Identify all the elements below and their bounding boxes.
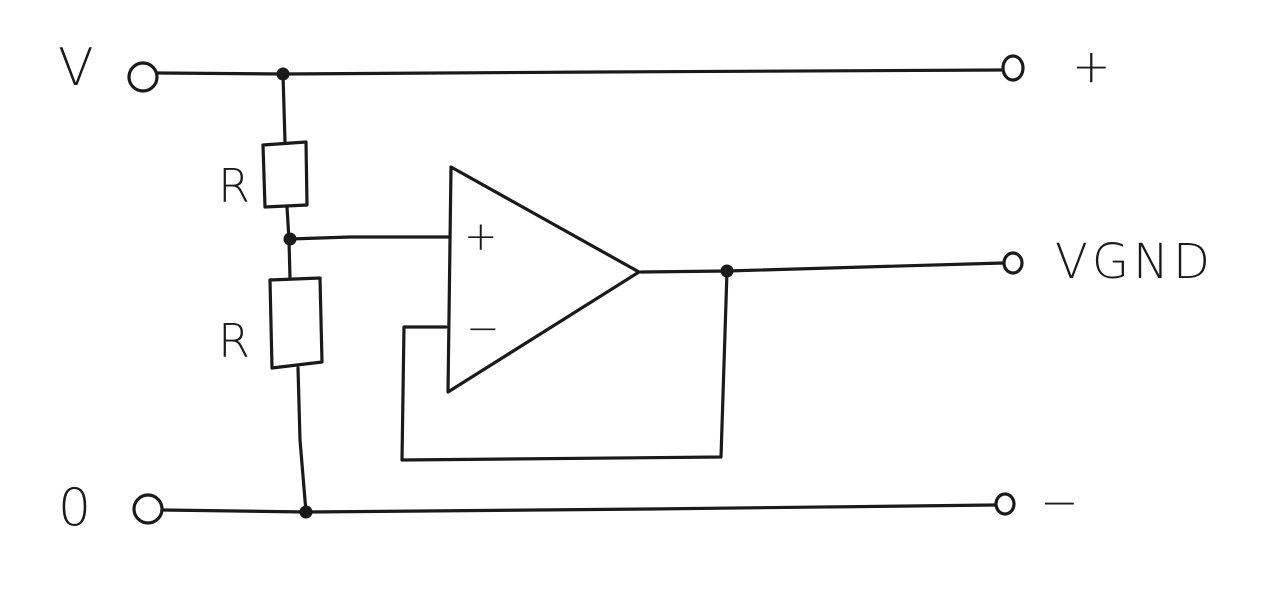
terminal-plus-output — [1001, 54, 1025, 82]
resistor-top — [261, 140, 309, 209]
label-input-0: 0 — [58, 478, 91, 538]
resistor-bottom — [268, 276, 324, 370]
terminal-minus-output — [994, 492, 1016, 516]
terminal-0-input — [132, 493, 164, 525]
terminal-vgnd-output — [1002, 251, 1024, 275]
label-opamp-plus: + — [464, 214, 498, 260]
top-rail-wire — [156, 68, 1003, 76]
plus-input-wire — [288, 235, 457, 241]
divider-wire-top — [281, 72, 287, 144]
junction-dot-bottom — [299, 505, 313, 519]
terminal-v-input — [127, 61, 159, 93]
label-resistor-top: R — [218, 159, 250, 213]
bottom-rail-wire — [161, 503, 997, 514]
label-output-plus: + — [1072, 39, 1111, 93]
junction-dot-top — [276, 67, 290, 81]
label-resistor-bottom: R — [218, 314, 250, 368]
label-output-vgnd: VGND — [1055, 234, 1214, 290]
junction-dot-mid — [283, 232, 297, 246]
output-wire — [639, 261, 1005, 274]
label-input-v: V — [58, 38, 94, 98]
feedback-wire — [400, 269, 729, 462]
divider-wire-bottom — [296, 366, 308, 514]
junction-dot-output — [720, 264, 734, 278]
label-opamp-minus: − — [466, 306, 500, 352]
label-output-minus: − — [1040, 475, 1079, 529]
opamp-triangle — [446, 165, 641, 394]
